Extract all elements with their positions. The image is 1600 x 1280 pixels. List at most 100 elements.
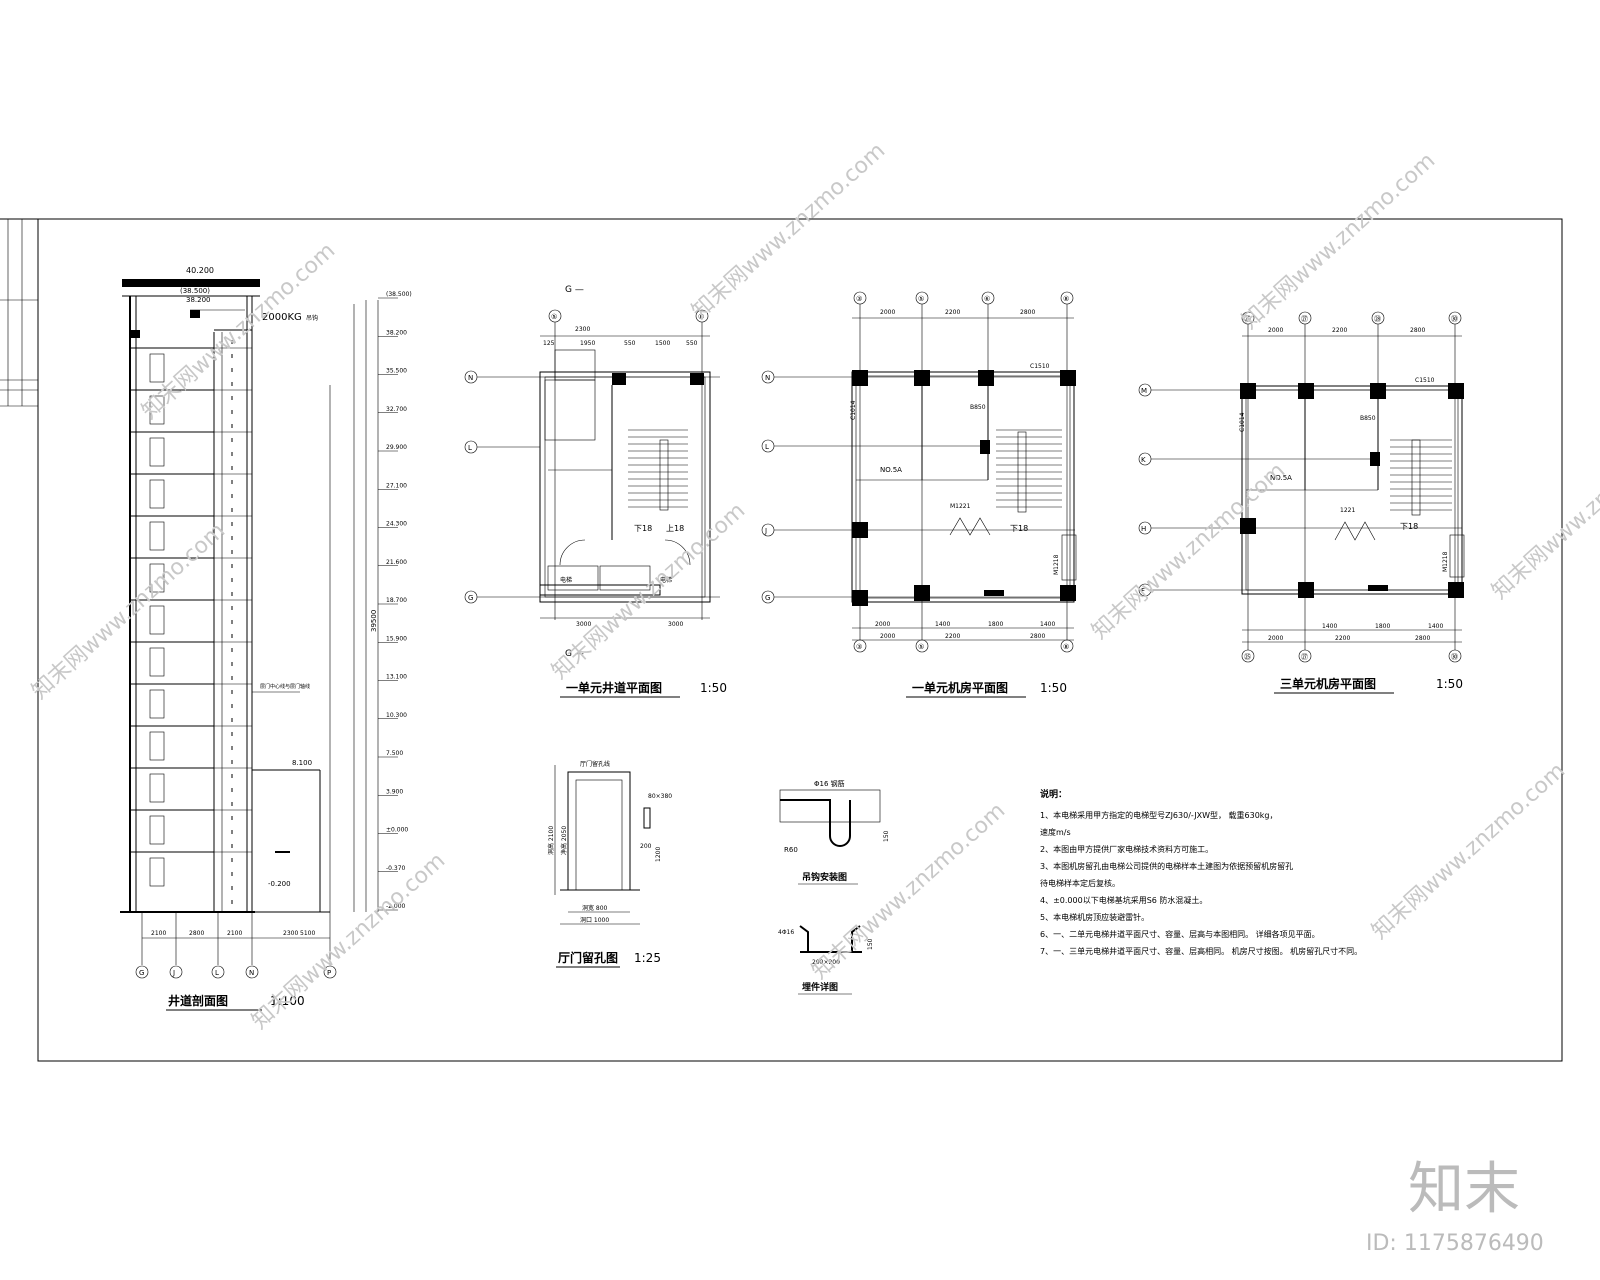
door-scale: 1:25	[634, 951, 661, 965]
plan2-dim-bottom-2: 1800	[988, 621, 1003, 628]
elev-label: 27.100	[386, 482, 407, 489]
embed-label-1: 200×200	[812, 959, 840, 966]
plan3-axis-2: ㉘	[1374, 315, 1381, 323]
elev-label: 3.900	[386, 788, 403, 795]
section-scale: 1:100	[270, 994, 305, 1008]
section-roof-elev-1: (38.500)	[180, 287, 210, 295]
floor-door	[149, 563, 165, 593]
plan2-dim-bottom-0: 2000	[875, 621, 890, 628]
floor-door	[149, 647, 165, 677]
axis-label: J	[172, 969, 175, 977]
axis-dim: 2800	[189, 930, 204, 937]
plan2-dim-bottom-3: 1400	[1040, 621, 1055, 628]
plan1-dim-top-4: 1500	[655, 340, 670, 347]
plan1-dim-bottom-0: 3000	[576, 621, 591, 628]
plan2-label-3: C1510	[1030, 363, 1050, 370]
axis-label: P	[327, 969, 331, 977]
plan3-axis-1: ㉗	[1301, 315, 1308, 323]
elev-label: 15.900	[386, 635, 407, 642]
floor-door	[149, 437, 165, 467]
plan1-dim-top-5: 550	[686, 340, 698, 347]
axis-label: L	[215, 969, 219, 977]
plan1-dim-bottom-1: 3000	[668, 621, 683, 628]
plan2-scale: 1:50	[1040, 681, 1067, 695]
axis-label: N	[249, 969, 254, 977]
floor-door	[149, 395, 165, 425]
plan3-label-4: C1014	[1239, 412, 1246, 432]
door-dim-4: 80×380	[648, 793, 672, 800]
plan2-label-6: 下18	[1010, 524, 1028, 533]
plan1-axis-top-a: ⑤	[551, 313, 557, 321]
note-line: 7、一、三单元电梯井道平面尺寸、容量、层高相同。 机房尺寸按图。 机房留孔尺寸不…	[1040, 946, 1362, 956]
axis-dim: 5100	[300, 930, 315, 937]
hoist-label: 2000KG	[262, 312, 302, 323]
plan2-label-5: M1218	[1053, 554, 1060, 575]
elev-label: 32.700	[386, 406, 407, 413]
notes-lines: 1、本电梯采用甲方指定的电梯型号ZJ630/-JXW型， 载重630kg， 速度…	[1040, 810, 1362, 956]
plan1-label-up: 上18	[666, 524, 684, 533]
floor-door	[149, 689, 165, 719]
plan2-axis-3: ⑧	[1063, 295, 1069, 303]
watermark-text: 知末网www.znzmo.com	[1367, 758, 1570, 944]
plan1-dim-top-1: 125	[543, 340, 555, 347]
elev-label: ±0.000	[386, 827, 408, 834]
door-dim-6: 1200	[655, 847, 662, 862]
plan1-axis-left-a: N	[468, 374, 473, 382]
plan3-dim-bottom-4: 2200	[1335, 635, 1350, 642]
floor-door	[149, 731, 165, 761]
elev-label: 18.700	[386, 597, 407, 604]
watermark-text: 知末网www.znzmo.com	[137, 238, 340, 424]
plan2-axis-b1: ⑤	[918, 643, 924, 651]
plan2-axis-0: ③	[856, 295, 862, 303]
plan2-axis-left-3: G	[765, 594, 770, 602]
elev-label: 10.300	[386, 712, 407, 719]
axis-bubble	[211, 965, 225, 979]
hook-label-1: R60	[784, 846, 798, 854]
plan1-axis-left-c: G	[468, 594, 473, 602]
plan1-dim-top-0: 2300	[575, 326, 590, 333]
elev-label: 38.200	[386, 329, 407, 336]
axis-dim: 2300	[283, 930, 298, 937]
plan3-label-2: B850	[1360, 415, 1376, 422]
note-line: 6、一、二单元电梯井道平面尺寸、容量、层高与本图相同。 详细各项见平面。	[1040, 929, 1320, 939]
door-dim-2: 洞高 2100	[547, 826, 555, 855]
plan2-dim-top-0: 2000	[880, 309, 895, 316]
axis-bubble	[169, 965, 183, 979]
plan3-dim-bottom-3: 2000	[1268, 635, 1283, 642]
plan3-dim-bottom-2: 1400	[1428, 623, 1443, 630]
plan-unit3-machine-room: ㉕ ㉗ ㉘ ㉚ ㉕ ㉗ ㉚ M K H F NO.5A 1221	[1138, 311, 1465, 694]
plan3-label-1: 1221	[1340, 507, 1355, 514]
drawing-frame	[37, 218, 1563, 1062]
note-line: 3、本图机房留孔由电梯公司提供的电梯样本土建图为依据预留机房留孔	[1040, 861, 1293, 871]
watermark-text: 知末网www.znzmo.com	[27, 518, 230, 704]
plan3-dim-bottom-5: 2800	[1415, 635, 1430, 642]
watermark-text: 知末网www.znzmo.com	[247, 848, 450, 1034]
door-top-label: 厅门留孔线	[580, 760, 610, 768]
section-total-height: 39500	[370, 610, 378, 632]
hook-label-0: Φ16 钢筋	[814, 779, 845, 788]
section-roof-elev-2: 38.200	[186, 296, 211, 304]
plan3-dim-bottom-1: 1800	[1375, 623, 1390, 630]
plan1-cut-bottom: G —	[565, 649, 584, 659]
plan-unit1-shaft: G — G — ⑤ ⑧ N L G 下18 上18 电梯 电梯	[464, 285, 727, 698]
plan2-axis-left-2: J	[764, 527, 767, 535]
plan2-axis-left-0: N	[765, 374, 770, 382]
plan3-axis-left-0: M	[1141, 387, 1147, 395]
elev-label: 35.500	[386, 368, 407, 375]
elev-label: -0.370	[386, 865, 406, 872]
plan2-axis-2: ⑥	[984, 295, 990, 303]
door-dim-1: 洞口 1000	[580, 916, 609, 924]
hoist-sub: 吊钩	[306, 314, 318, 322]
plan3-axis-left-3: F	[1141, 587, 1145, 595]
plan3-dim-bottom-0: 1400	[1322, 623, 1337, 630]
plan1-axis-top-b: ⑧	[698, 313, 704, 321]
floor-door	[149, 857, 165, 887]
plan2-dim-bottom-5: 2200	[945, 633, 960, 640]
door-dim-3: 净高 2050	[560, 826, 568, 855]
embed-title: 埋件详图	[802, 981, 838, 993]
plan3-axis-b0: ㉕	[1244, 653, 1251, 661]
axis-bubble	[245, 965, 259, 979]
plan2-axis-1: ⑤	[918, 295, 924, 303]
axis-dim: 2100	[151, 930, 166, 937]
